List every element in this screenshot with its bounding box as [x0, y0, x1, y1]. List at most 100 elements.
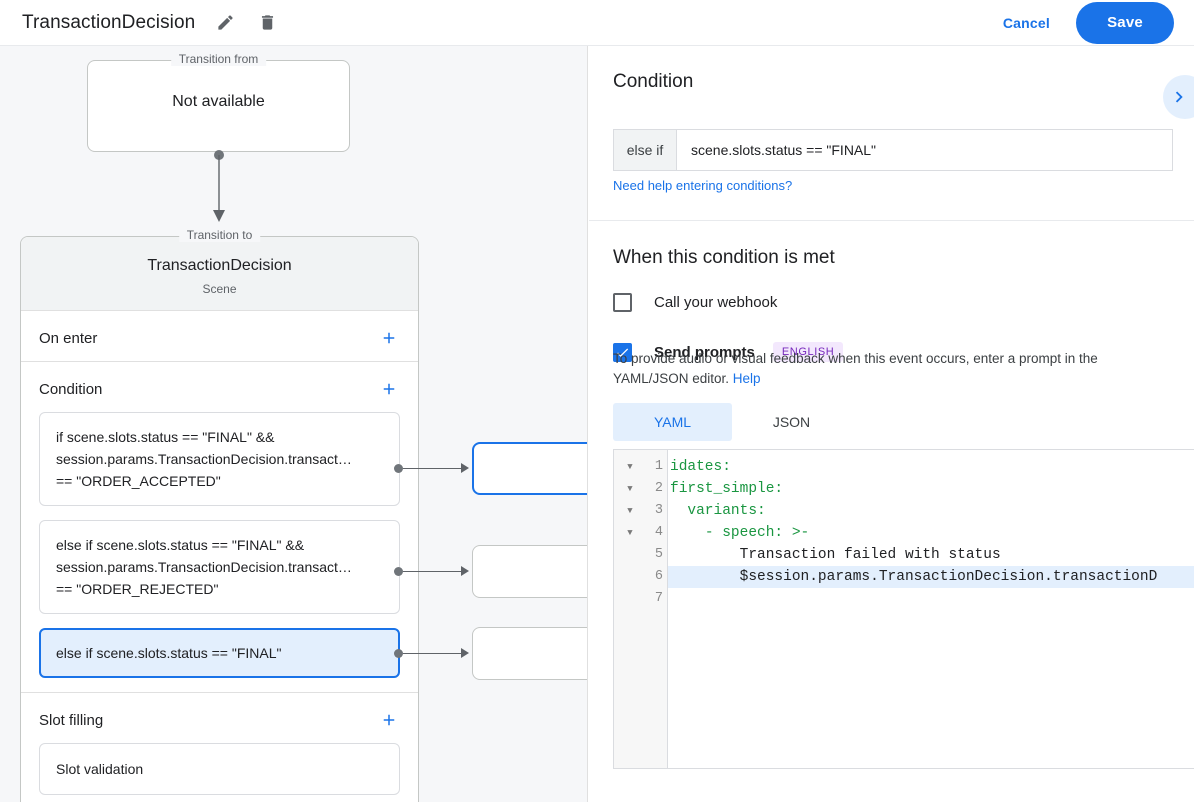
line-number: 6 [654, 569, 663, 584]
editor-line-numbers: 1 2 3 4 5 6 7 [646, 450, 668, 768]
line-number: 3 [654, 503, 663, 518]
code-line-active: $session.params.TransactionDecision.tran… [668, 566, 1194, 588]
section-condition-label: Condition [39, 380, 103, 398]
line-number: 4 [654, 525, 663, 540]
fold-toggle-2[interactable]: ▼ [627, 484, 633, 494]
add-slot-filling-button[interactable] [378, 709, 400, 731]
condition-card-2-line-3: == "ORDER_REJECTED" [56, 581, 219, 597]
scene-card-title: TransactionDecision [147, 257, 292, 274]
trash-icon[interactable] [255, 11, 279, 35]
transition-to-legend: Transition to [178, 228, 261, 242]
transition-arrow-icon [213, 150, 225, 222]
transition-from-legend: Transition from [170, 52, 267, 66]
editor-fold-gutter: ▼ ▼ ▼ ▼ [614, 450, 646, 768]
section-condition: Condition if scene.slots.status == "FINA… [21, 361, 418, 678]
scene-card: Transition to TransactionDecision Scene … [20, 228, 419, 802]
section-condition-header: Condition [21, 362, 418, 412]
code-indent [670, 525, 705, 541]
line-number: 2 [654, 481, 663, 496]
line-number: 7 [654, 591, 663, 606]
when-condition-met-title: When this condition is met [613, 247, 835, 268]
condition-card-2-line-2: session.params.TransactionDecision.trans… [56, 559, 352, 575]
scene-graph-canvas: Transition from Not available Transition… [0, 46, 588, 802]
section-slot-filling-header: Slot filling [21, 693, 418, 743]
panel-header: Condition else if Need help entering con… [589, 46, 1194, 221]
target-node-3[interactable] [472, 627, 587, 680]
panel-title: Condition [613, 71, 694, 92]
tab-yaml[interactable]: YAML [613, 403, 732, 441]
webhook-row[interactable]: Call your webhook [613, 293, 777, 312]
top-app-bar: TransactionDecision Cancel Save [0, 0, 1194, 46]
chevron-right-icon[interactable] [1163, 75, 1194, 119]
editor-code-area[interactable]: idates: first_simple: variants: - speech… [668, 450, 1194, 768]
code-line [668, 588, 1194, 610]
line-number: 1 [654, 459, 663, 474]
condition-card-3-line-1: else if scene.slots.status == "FINAL" [56, 645, 282, 661]
condition-card-1-line-2: session.params.TransactionDecision.trans… [56, 451, 352, 467]
connector-arrow-1 [461, 463, 469, 473]
code-line: - speech: >- [668, 522, 1194, 544]
code-indent [670, 503, 687, 519]
fold-toggle-3[interactable]: ▼ [627, 506, 633, 516]
webhook-checkbox[interactable] [613, 293, 632, 312]
connector-arrow-3 [461, 648, 469, 658]
condition-input-row: else if [613, 129, 1173, 171]
send-prompts-label: Send prompts [654, 343, 755, 361]
transition-from-node[interactable]: Transition from Not available [87, 52, 350, 152]
code-line: Transaction failed with status [668, 544, 1194, 566]
condition-details-panel: Condition else if Need help entering con… [589, 46, 1194, 802]
condition-card-3[interactable]: else if scene.slots.status == "FINAL" [39, 628, 400, 678]
line-number: 5 [654, 547, 663, 562]
target-node-1[interactable] [472, 442, 587, 495]
fold-toggle-1[interactable]: ▼ [627, 462, 633, 472]
editor-format-tabs: YAML JSON [613, 403, 851, 441]
code-editor[interactable]: ▼ ▼ ▼ ▼ 1 2 3 4 5 6 7 idates: first_simp… [613, 449, 1194, 769]
tab-json[interactable]: JSON [772, 414, 811, 430]
prompts-help-link[interactable]: Help [732, 371, 761, 386]
code-line: first_simple: [668, 478, 1194, 500]
section-slot-filling-label: Slot filling [39, 711, 104, 729]
pencil-icon[interactable] [213, 11, 237, 35]
save-button[interactable]: Save [1076, 1, 1174, 44]
condition-card-1-line-1: if scene.slots.status == "FINAL" && [56, 429, 275, 445]
add-condition-button[interactable] [378, 378, 400, 400]
condition-card-1-line-3: == "ORDER_ACCEPTED" [56, 473, 221, 489]
section-on-enter-label: On enter [39, 329, 98, 347]
slot-validation-card[interactable]: Slot validation [39, 743, 400, 795]
target-node-2[interactable] [472, 545, 587, 598]
connector-dot-1 [394, 464, 403, 473]
add-on-enter-button[interactable] [378, 327, 400, 349]
prompts-helper-sentence: To provide audio or visual feedback when… [613, 351, 1098, 386]
condition-help-link[interactable]: Need help entering conditions? [613, 178, 793, 193]
connector-line-3 [403, 653, 461, 654]
fold-spacer-6 [614, 566, 646, 588]
cancel-button[interactable]: Cancel [991, 7, 1062, 39]
section-on-enter-header: On enter [21, 311, 418, 361]
page-title: TransactionDecision [22, 11, 196, 33]
condition-prefix-label: else if [614, 130, 677, 170]
code-text: Transaction failed with status [670, 547, 1001, 563]
connector-line-1 [403, 468, 461, 469]
connector-line-2 [403, 571, 461, 572]
send-prompts-checkbox[interactable] [613, 342, 632, 362]
code-line: idates: [668, 456, 1194, 478]
transition-from-value: Not available [172, 93, 265, 110]
condition-input[interactable] [677, 130, 1172, 170]
language-badge: ENGLISH [772, 342, 844, 362]
condition-card-2-line-1: else if scene.slots.status == "FINAL" && [56, 537, 305, 553]
section-on-enter: On enter [21, 310, 418, 361]
prompts-helper-text: To provide audio or visual feedback when… [613, 349, 1171, 389]
code-line: variants: [668, 500, 1194, 522]
fold-toggle-4[interactable]: ▼ [627, 528, 633, 538]
code-key: variants: [687, 503, 766, 519]
fold-spacer-5 [614, 544, 646, 566]
section-slot-filling: Slot filling Slot validation [21, 692, 418, 795]
check-icon [617, 347, 629, 357]
condition-card-1[interactable]: if scene.slots.status == "FINAL" && sess… [39, 412, 400, 506]
condition-card-2[interactable]: else if scene.slots.status == "FINAL" &&… [39, 520, 400, 614]
fold-spacer-7 [614, 588, 646, 610]
code-text: $session.params.TransactionDecision.tran… [670, 569, 1158, 585]
webhook-label: Call your webhook [654, 294, 778, 311]
scene-card-header[interactable]: Transition to TransactionDecision Scene [21, 228, 418, 310]
send-prompts-row[interactable]: Send prompts ENGLISH [613, 342, 844, 362]
